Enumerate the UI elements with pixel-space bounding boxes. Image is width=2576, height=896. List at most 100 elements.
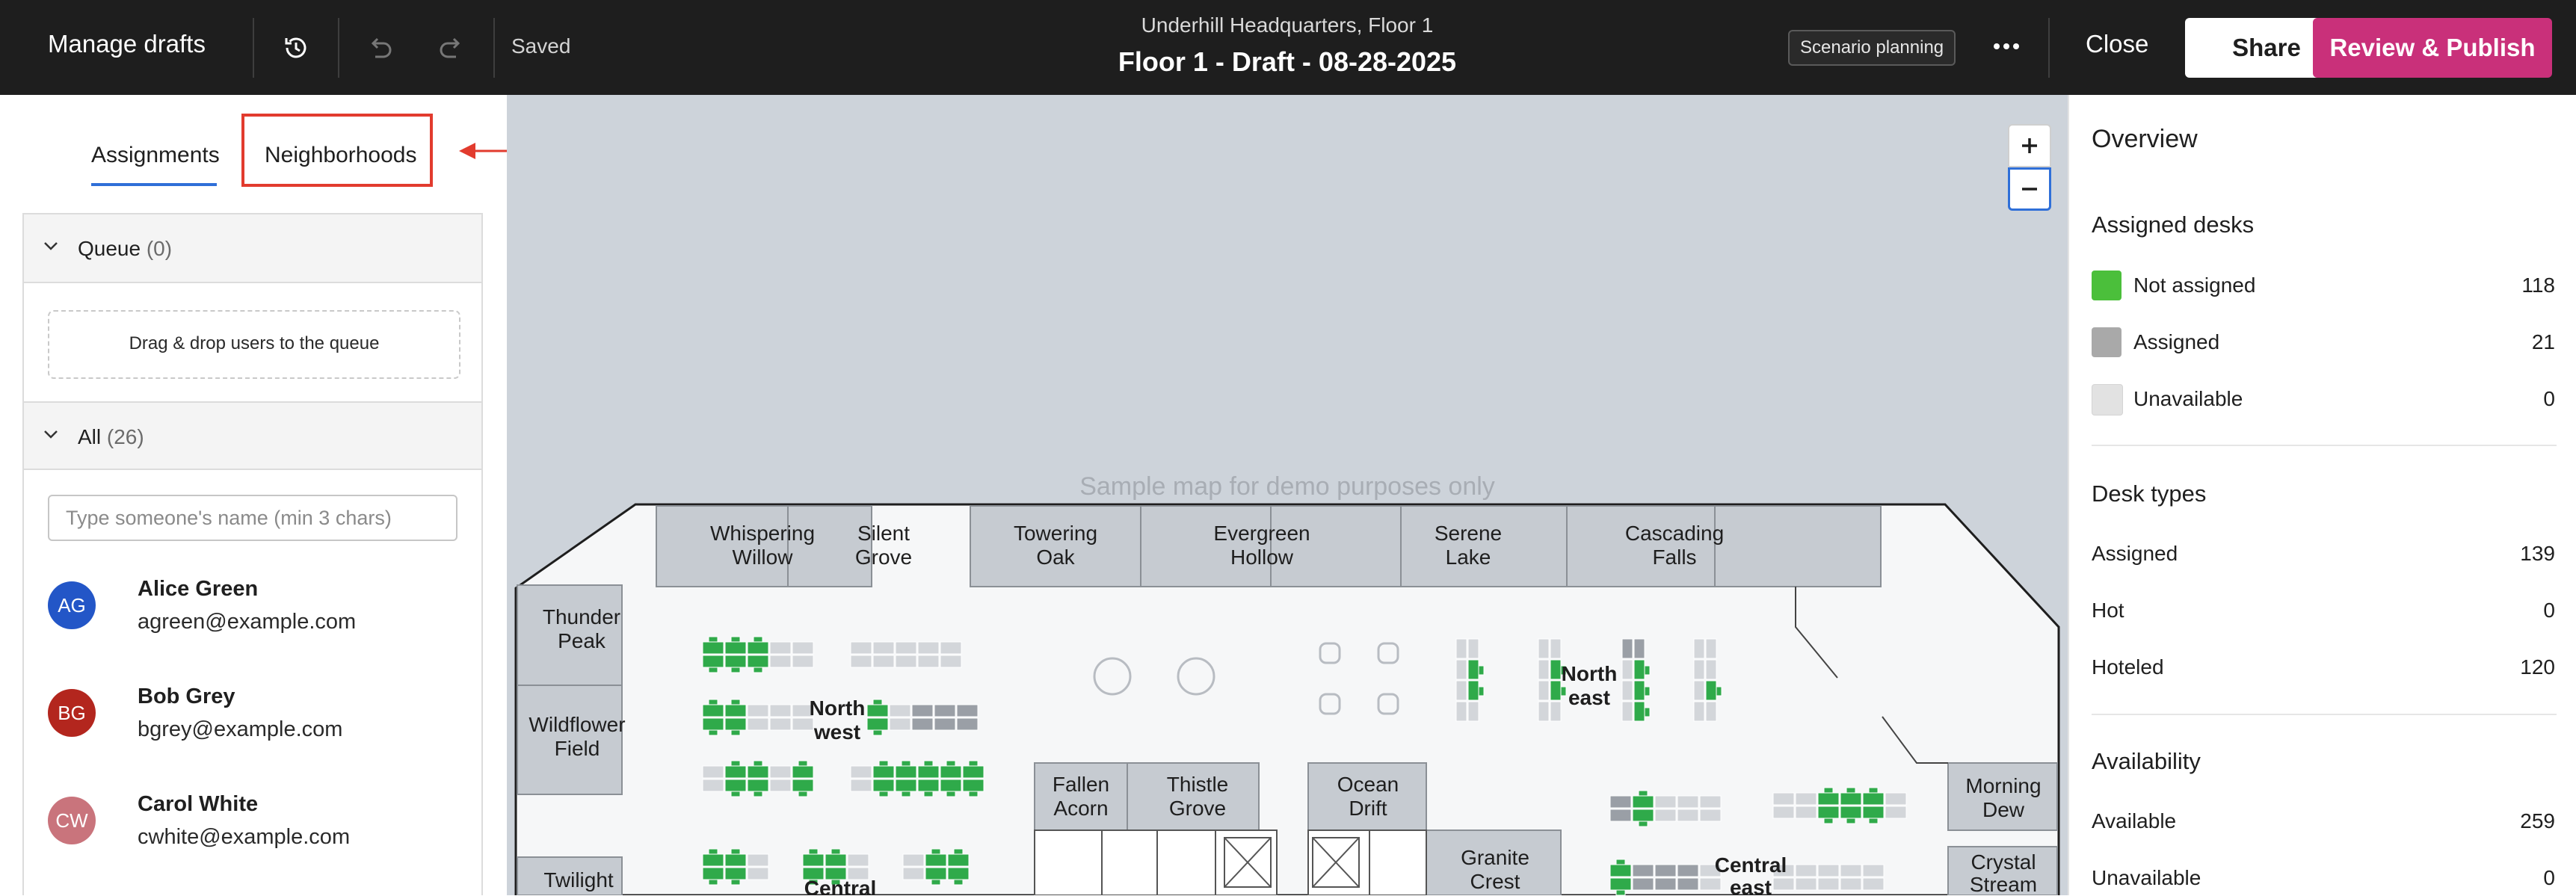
desk[interactable] — [940, 655, 962, 668]
desk[interactable] — [1705, 659, 1717, 680]
list-item[interactable]: CW Carol White cwhite@example.com — [48, 785, 466, 859]
desk[interactable] — [1840, 864, 1862, 877]
desk[interactable] — [702, 717, 724, 731]
desk[interactable] — [1609, 809, 1632, 822]
desk[interactable] — [1693, 659, 1705, 680]
desk[interactable] — [1638, 821, 1648, 827]
zoom-in-button[interactable] — [2008, 124, 2051, 167]
desk[interactable] — [1633, 659, 1645, 680]
desk[interactable] — [769, 641, 792, 655]
desk[interactable] — [702, 655, 724, 668]
list-item[interactable]: AG Alice Green agreen@example.com — [48, 569, 466, 644]
desk[interactable] — [872, 765, 895, 779]
desk[interactable] — [1795, 864, 1817, 877]
desk[interactable] — [1632, 795, 1654, 809]
desk[interactable] — [724, 704, 747, 717]
desk[interactable] — [1699, 795, 1722, 809]
desk[interactable] — [917, 779, 940, 792]
desk[interactable] — [1795, 792, 1817, 806]
desk[interactable] — [895, 765, 917, 779]
desk[interactable] — [1550, 638, 1562, 659]
desk[interactable] — [847, 867, 869, 880]
desk[interactable] — [953, 848, 964, 855]
desk[interactable] — [747, 779, 769, 792]
desk[interactable] — [769, 655, 792, 668]
desk[interactable] — [1693, 680, 1705, 701]
desk[interactable] — [792, 765, 814, 779]
desk[interactable] — [1840, 877, 1862, 891]
desk[interactable] — [1455, 701, 1467, 722]
desk[interactable] — [872, 655, 895, 668]
desk[interactable] — [934, 704, 956, 717]
desk[interactable] — [1632, 864, 1654, 877]
desk[interactable] — [792, 717, 814, 731]
desk[interactable] — [1478, 665, 1485, 676]
queue-section-header[interactable]: Queue (0) — [24, 214, 481, 283]
desk[interactable] — [1467, 659, 1479, 680]
desk[interactable] — [1621, 638, 1633, 659]
desk[interactable] — [708, 667, 718, 673]
desk[interactable] — [730, 667, 741, 673]
desk[interactable] — [878, 791, 889, 797]
desk[interactable] — [1677, 877, 1699, 891]
desk[interactable] — [1615, 889, 1626, 895]
desk[interactable] — [753, 636, 763, 643]
desk[interactable] — [747, 655, 769, 668]
desk[interactable] — [730, 879, 741, 886]
desk[interactable] — [753, 760, 763, 767]
desk[interactable] — [940, 765, 962, 779]
desk[interactable] — [730, 760, 741, 767]
desk[interactable] — [1846, 787, 1856, 794]
desk[interactable] — [753, 791, 763, 797]
desk[interactable] — [940, 779, 962, 792]
desk[interactable] — [724, 779, 747, 792]
desk[interactable] — [947, 867, 970, 880]
desk[interactable] — [1538, 680, 1550, 701]
desk[interactable] — [1654, 795, 1677, 809]
desk[interactable] — [850, 765, 872, 779]
desk[interactable] — [1862, 792, 1885, 806]
floor-map[interactable]: Sample map for demo purposes only Whispe… — [507, 95, 2068, 895]
undo-icon[interactable] — [359, 27, 401, 69]
desk[interactable] — [702, 704, 724, 717]
desk[interactable] — [1609, 864, 1632, 877]
desk[interactable] — [1633, 638, 1645, 659]
desk[interactable] — [1609, 795, 1632, 809]
desk[interactable] — [792, 704, 814, 717]
desk[interactable] — [1550, 659, 1562, 680]
desk[interactable] — [1609, 877, 1632, 891]
desk[interactable] — [792, 641, 814, 655]
desk[interactable] — [1817, 877, 1840, 891]
desk[interactable] — [1795, 806, 1817, 819]
desk[interactable] — [917, 655, 940, 668]
desk[interactable] — [1772, 792, 1795, 806]
desk[interactable] — [1862, 806, 1885, 819]
desk[interactable] — [962, 765, 985, 779]
review-publish-button[interactable]: Review & Publish — [2313, 18, 2552, 78]
desk[interactable] — [1654, 864, 1677, 877]
desk[interactable] — [831, 879, 841, 886]
scenario-planning-badge[interactable]: Scenario planning — [1788, 30, 1956, 66]
desk[interactable] — [724, 853, 747, 867]
queue-dropzone[interactable]: Drag & drop users to the queue — [48, 310, 460, 379]
desk[interactable] — [1478, 686, 1485, 696]
zoom-out-button[interactable] — [2008, 167, 2051, 211]
desk[interactable] — [769, 717, 792, 731]
desk[interactable] — [808, 879, 819, 886]
desk[interactable] — [1455, 680, 1467, 701]
desk[interactable] — [847, 853, 869, 867]
desk[interactable] — [956, 704, 979, 717]
desk[interactable] — [1817, 806, 1840, 819]
desk[interactable] — [872, 699, 883, 705]
desk[interactable] — [825, 853, 847, 867]
desk[interactable] — [1632, 877, 1654, 891]
desk[interactable] — [1467, 680, 1479, 701]
desk[interactable] — [1817, 864, 1840, 877]
desk[interactable] — [747, 853, 769, 867]
desk[interactable] — [724, 867, 747, 880]
desk[interactable] — [1699, 809, 1722, 822]
desk[interactable] — [902, 867, 925, 880]
desk[interactable] — [925, 867, 947, 880]
tab-assignments[interactable]: Assignments — [91, 143, 220, 167]
desk[interactable] — [1840, 792, 1862, 806]
